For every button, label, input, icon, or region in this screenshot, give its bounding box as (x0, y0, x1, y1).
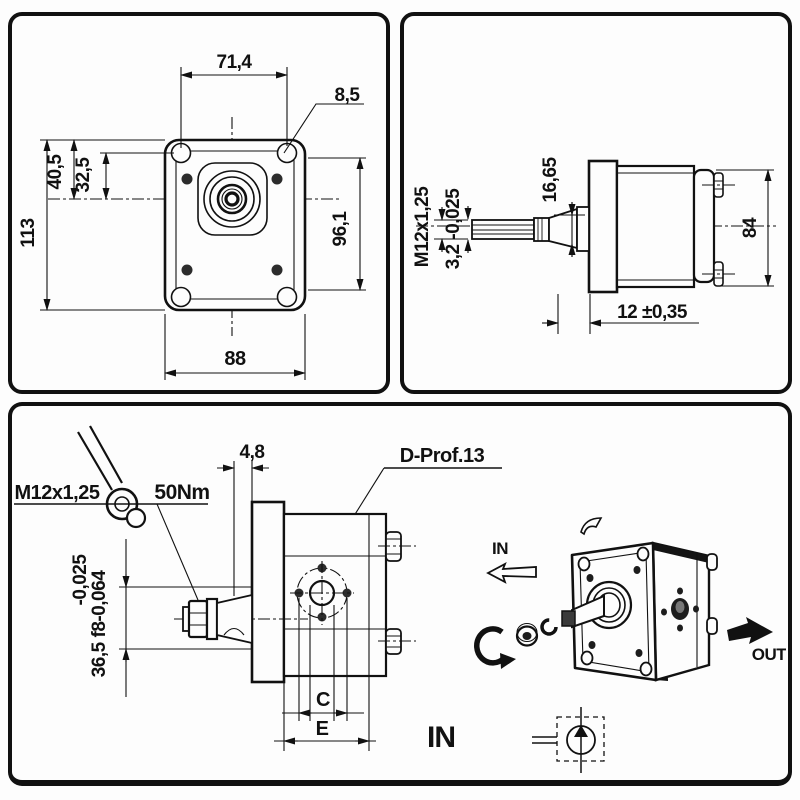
iso-out-label: OUT (752, 645, 786, 664)
dim-e: E (316, 718, 329, 740)
dim-thread: M12x1,25 (412, 186, 433, 267)
mount-hole-bottom-right (276, 286, 298, 308)
dim-width-holes: 71,4 (217, 52, 253, 73)
port-pattern (290, 561, 354, 625)
dim-c-e-lines (274, 598, 376, 751)
dim-height-total: 113 (18, 218, 39, 247)
iso-pump: IN OUT (474, 517, 786, 682)
out-arrow-icon (727, 617, 773, 644)
torque-leader (156, 503, 199, 601)
hydraulic-pump-symbol (532, 707, 605, 773)
panel-front-view: 71,4 8,5 40,5 32,5 113 96,1 88 (8, 12, 390, 394)
install-thread-label: M12x1,25 (15, 482, 100, 504)
side-view-drawing: M12x1,25 3,2 -0,025 16,65 84 12 ±0,35 (412, 157, 776, 334)
dim-shaft-fit: 36,5 f8-0,064 (89, 570, 110, 677)
bolt-hole (181, 264, 193, 276)
torque-label: 50Nm (154, 481, 209, 504)
rear-stud-bottom (706, 617, 718, 635)
dim-width-total: 88 (224, 348, 246, 370)
rotation-arrow-icon (474, 626, 516, 669)
install-drawing: M12x1,25 50Nm 4,8 D-Prof.13 (14, 425, 786, 773)
dim-4-8: 4,8 (240, 442, 265, 463)
shaft-boss-circles (203, 170, 261, 228)
dim-body-height: 84 (740, 217, 761, 238)
front-flange-outline (163, 138, 307, 312)
dim-c: C (316, 689, 330, 711)
port-in-label: IN (427, 721, 455, 754)
dim-flange-depth: 12 ±0,35 (617, 302, 688, 323)
dim-16-65: 16,65 (540, 157, 561, 203)
dim-32-5: 32,5 (73, 157, 94, 193)
key-icon (580, 517, 603, 536)
snap-ring-icon (540, 618, 558, 636)
hole-dia-leader (283, 103, 364, 154)
dim-96-1: 96,1 (330, 211, 351, 247)
mount-hole-bottom-left (170, 286, 192, 308)
side-shaft (471, 206, 590, 252)
iso-shaft (571, 594, 605, 629)
install-shaft (174, 593, 308, 645)
dim-hole-dia: 8,5 (335, 85, 361, 106)
dim-40-5: 40,5 (45, 154, 66, 190)
wrench-icon (77, 425, 147, 529)
dim-4-8-lines (217, 461, 269, 596)
front-view-drawing: 71,4 8,5 40,5 32,5 113 96,1 88 (18, 52, 366, 380)
dim-36-5-lines (119, 539, 252, 697)
bolt-hole (271, 264, 283, 276)
side-dimensions (434, 169, 774, 334)
panel-install-view: M12x1,25 50Nm 4,8 D-Prof.13 (8, 402, 792, 786)
panel-side-view: M12x1,25 3,2 -0,025 16,65 84 12 ±0,35 (400, 12, 792, 394)
bolt-hole (271, 173, 283, 185)
front-dimensions (40, 67, 366, 380)
iso-side-port (661, 587, 699, 632)
rear-stud-top (706, 553, 718, 571)
bolt-hole (181, 173, 193, 185)
mount-hole-top-right (276, 142, 298, 164)
iso-in-label: IN (492, 539, 508, 558)
in-arrow-icon (486, 562, 537, 584)
shaft-nut-icon (515, 622, 539, 647)
side-pump-body (587, 159, 736, 294)
dim-3-2: 3,2 -0,025 (443, 188, 464, 269)
dim-tol-upper: -0,025 (70, 554, 91, 606)
profile-label: D-Prof.13 (400, 445, 485, 467)
